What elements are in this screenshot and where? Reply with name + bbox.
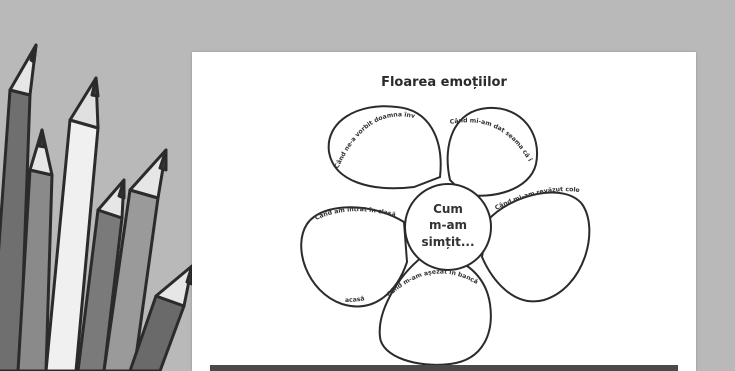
bottom-divider bbox=[210, 365, 678, 371]
petal-label-home: acasă bbox=[345, 295, 365, 304]
center-line-3: simțit... bbox=[421, 235, 474, 249]
petal-bottom bbox=[378, 256, 492, 366]
svg-text:acasă: acasă bbox=[345, 295, 365, 304]
center-line-2: m-am bbox=[429, 218, 467, 232]
colored-pencils-icon bbox=[0, 43, 194, 371]
petal-top-right bbox=[446, 106, 539, 197]
center-line-1: Cum bbox=[433, 202, 463, 216]
worksheet-title: Floarea emoțiilor bbox=[381, 75, 507, 90]
petal-left bbox=[300, 206, 409, 308]
flower-center bbox=[404, 183, 492, 271]
petal-top-left bbox=[327, 105, 442, 190]
petal-right bbox=[480, 191, 591, 303]
emotion-flower: Când ne-a vorbit doamna învățătoare Când… bbox=[192, 52, 591, 366]
worksheet-page: Floarea emoțiilor Când ne-a vorb bbox=[192, 52, 696, 371]
